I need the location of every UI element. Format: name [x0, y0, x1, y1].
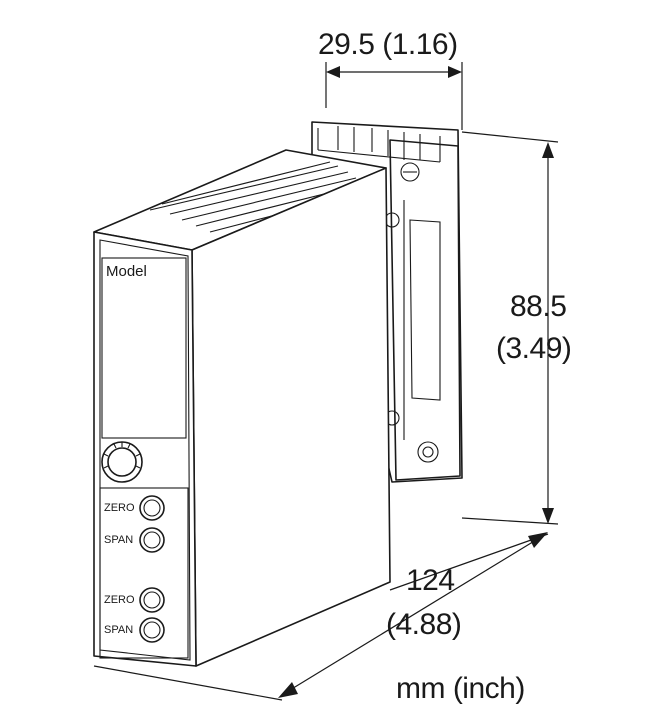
units-note: mm (inch): [396, 672, 525, 705]
zero-label-2: ZERO: [104, 594, 135, 606]
height-inch: (3.49): [496, 332, 572, 365]
height-mm: 88.5: [510, 290, 567, 323]
trimmer-pots: [139, 495, 165, 643]
width-dimension-label: 29.5 (1.16): [318, 30, 458, 60]
depth-mm: 124: [406, 564, 455, 597]
span-label-1: SPAN: [104, 534, 134, 546]
adjust-knob: [101, 441, 143, 483]
height-dimension: [461, 131, 559, 525]
width-inch: (1.16): [382, 28, 458, 61]
depth-dimension: [93, 532, 549, 701]
trimmer-panel: [99, 487, 189, 659]
width-mm: 29.5: [318, 28, 375, 61]
zero-label-1: ZERO: [104, 502, 135, 514]
model-label: Model: [106, 263, 147, 280]
width-dimension: [325, 62, 463, 130]
module-housing: [93, 149, 391, 667]
span-label-2: SPAN: [104, 624, 134, 636]
depth-inch: (4.88): [386, 608, 462, 641]
